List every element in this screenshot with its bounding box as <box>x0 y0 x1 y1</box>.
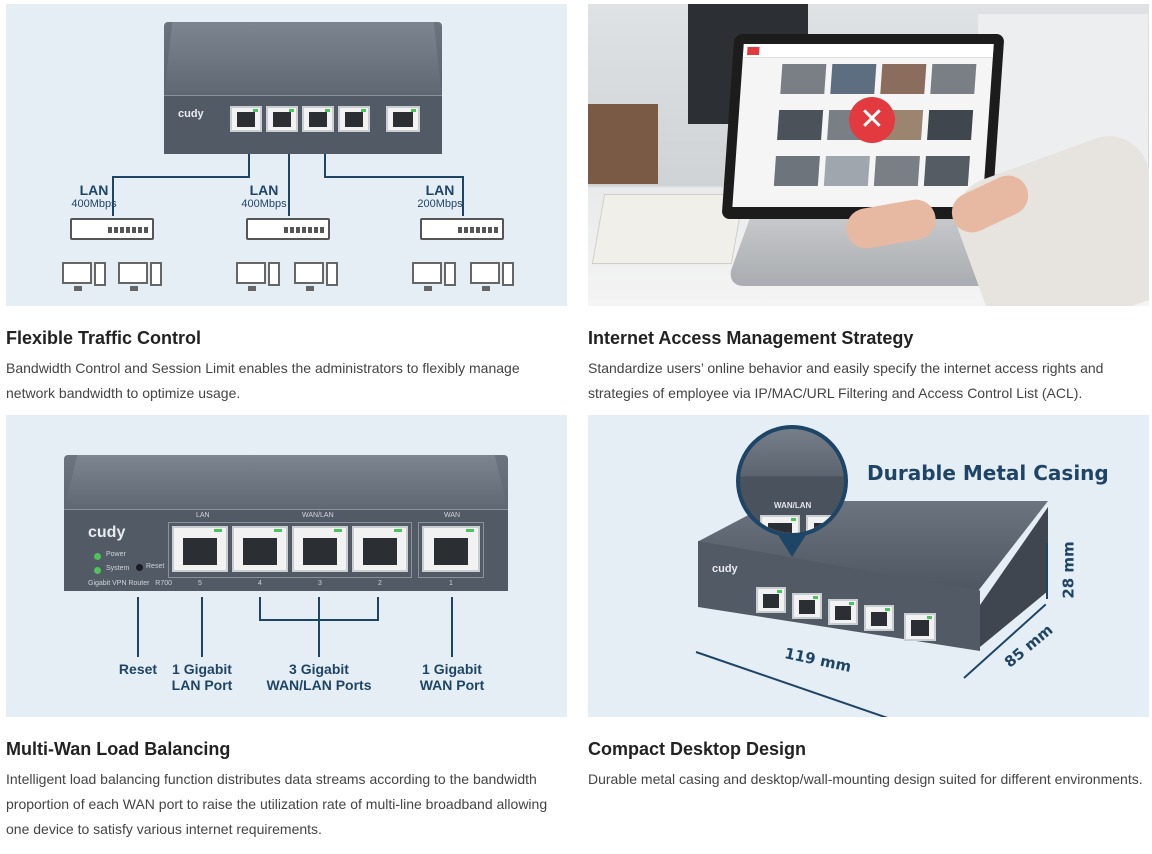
feature-card-access-management: ✕ Internet Access Management Strategy St… <box>588 4 1149 406</box>
ethernet-port <box>864 605 894 631</box>
switch-icon <box>420 218 504 240</box>
router-illustration: cudy Power System Reset Gigabit VPN Rout… <box>64 455 508 591</box>
computer-icon <box>62 262 92 291</box>
feature-description: Standardize users’ online behavior and e… <box>588 360 1104 401</box>
reset-label: Reset <box>146 563 165 571</box>
notebook-image <box>591 194 745 264</box>
power-led-icon <box>94 553 101 561</box>
ethernet-port <box>352 526 408 573</box>
reset-button[interactable] <box>136 564 143 572</box>
computer-tower-icon <box>444 262 456 286</box>
wan-port-label: WAN <box>444 512 461 520</box>
wanlan-port-label: WAN/LAN <box>774 501 812 510</box>
callout-wan-port: 1 Gigabit WAN Port <box>419 661 485 693</box>
brand-logo: cudy <box>178 107 204 120</box>
ethernet-port <box>756 587 786 613</box>
port-number: 5 <box>198 580 202 588</box>
laptop-photo: ✕ <box>588 4 1149 306</box>
port-number: 2 <box>378 580 382 588</box>
system-led-icon <box>94 567 101 575</box>
brand-logo: cudy <box>88 524 126 542</box>
feature-title: Internet Access Management Strategy <box>588 328 914 348</box>
brand-logo: cudy <box>712 563 738 575</box>
wanlan-port-label: WAN/LAN <box>302 512 334 520</box>
zoom-detail-circle: WAN/LAN <box>736 425 848 537</box>
switch-icon <box>70 218 154 240</box>
lan-port-label: LAN <box>196 512 210 520</box>
feature-card-traffic-control: cudy LAN 400Mbps LAN 400Mbps LAN 200Mbps <box>6 4 567 406</box>
ethernet-port <box>904 613 936 641</box>
callout-wanlan-ports: 3 Gigabit WAN/LAN Ports <box>266 661 372 693</box>
port-number: 3 <box>318 580 322 588</box>
link-label-3: LAN 200Mbps <box>417 182 463 210</box>
close-icon: ✕ <box>849 97 895 143</box>
ethernet-port <box>422 526 480 573</box>
computer-icon <box>470 262 500 291</box>
feature-description: Intelligent load balancing function dist… <box>6 771 548 837</box>
power-label: Power <box>106 551 126 559</box>
ethernet-port <box>828 599 858 625</box>
port-number: 4 <box>258 580 262 588</box>
router-illustration: cudy <box>164 22 442 154</box>
feature-description: Bandwidth Control and Session Limit enab… <box>6 360 520 401</box>
computer-tower-icon <box>502 262 514 286</box>
computer-tower-icon <box>94 262 106 286</box>
ethernet-port <box>792 593 822 619</box>
switch-icon <box>246 218 330 240</box>
computer-icon <box>294 262 324 291</box>
network-diagram-image: cudy LAN 400Mbps LAN 400Mbps LAN 200Mbps <box>6 4 567 306</box>
ethernet-port <box>172 526 228 573</box>
computer-icon <box>118 262 148 291</box>
router-dimensions-image: cudy WAN/LAN Durable Metal Casing 119 mm… <box>588 415 1149 717</box>
casing-headline: Durable Metal Casing <box>867 461 1109 485</box>
feature-title: Flexible Traffic Control <box>6 328 202 348</box>
feature-description: Durable metal casing and desktop/wall-mo… <box>588 771 1143 787</box>
system-label: System <box>106 565 130 573</box>
ethernet-port <box>232 526 288 573</box>
computer-tower-icon <box>326 262 338 286</box>
feature-card-compact-design: cudy WAN/LAN Durable Metal Casing 119 mm… <box>588 415 1149 792</box>
callout-lan-port: 1 Gigabit LAN Port <box>171 661 233 693</box>
link-label-1: LAN 400Mbps <box>71 182 117 210</box>
router-illustration: cudy <box>698 501 1048 671</box>
height-dimension: 28 mm <box>1059 541 1078 599</box>
feature-card-load-balancing: cudy Power System Reset Gigabit VPN Rout… <box>6 415 567 842</box>
feature-title: Compact Desktop Design <box>588 739 807 759</box>
callout-reset: Reset <box>118 661 158 677</box>
computer-tower-icon <box>150 262 162 286</box>
computer-icon <box>236 262 266 291</box>
feature-title: Multi-Wan Load Balancing <box>6 739 231 759</box>
model-label: Gigabit VPN Router R700 <box>88 580 173 588</box>
ethernet-port <box>292 526 348 573</box>
computer-tower-icon <box>268 262 280 286</box>
router-ports-diagram: cudy Power System Reset Gigabit VPN Rout… <box>6 415 567 717</box>
link-label-2: LAN 400Mbps <box>241 182 287 210</box>
port-number: 1 <box>449 580 453 588</box>
computer-icon <box>412 262 442 291</box>
